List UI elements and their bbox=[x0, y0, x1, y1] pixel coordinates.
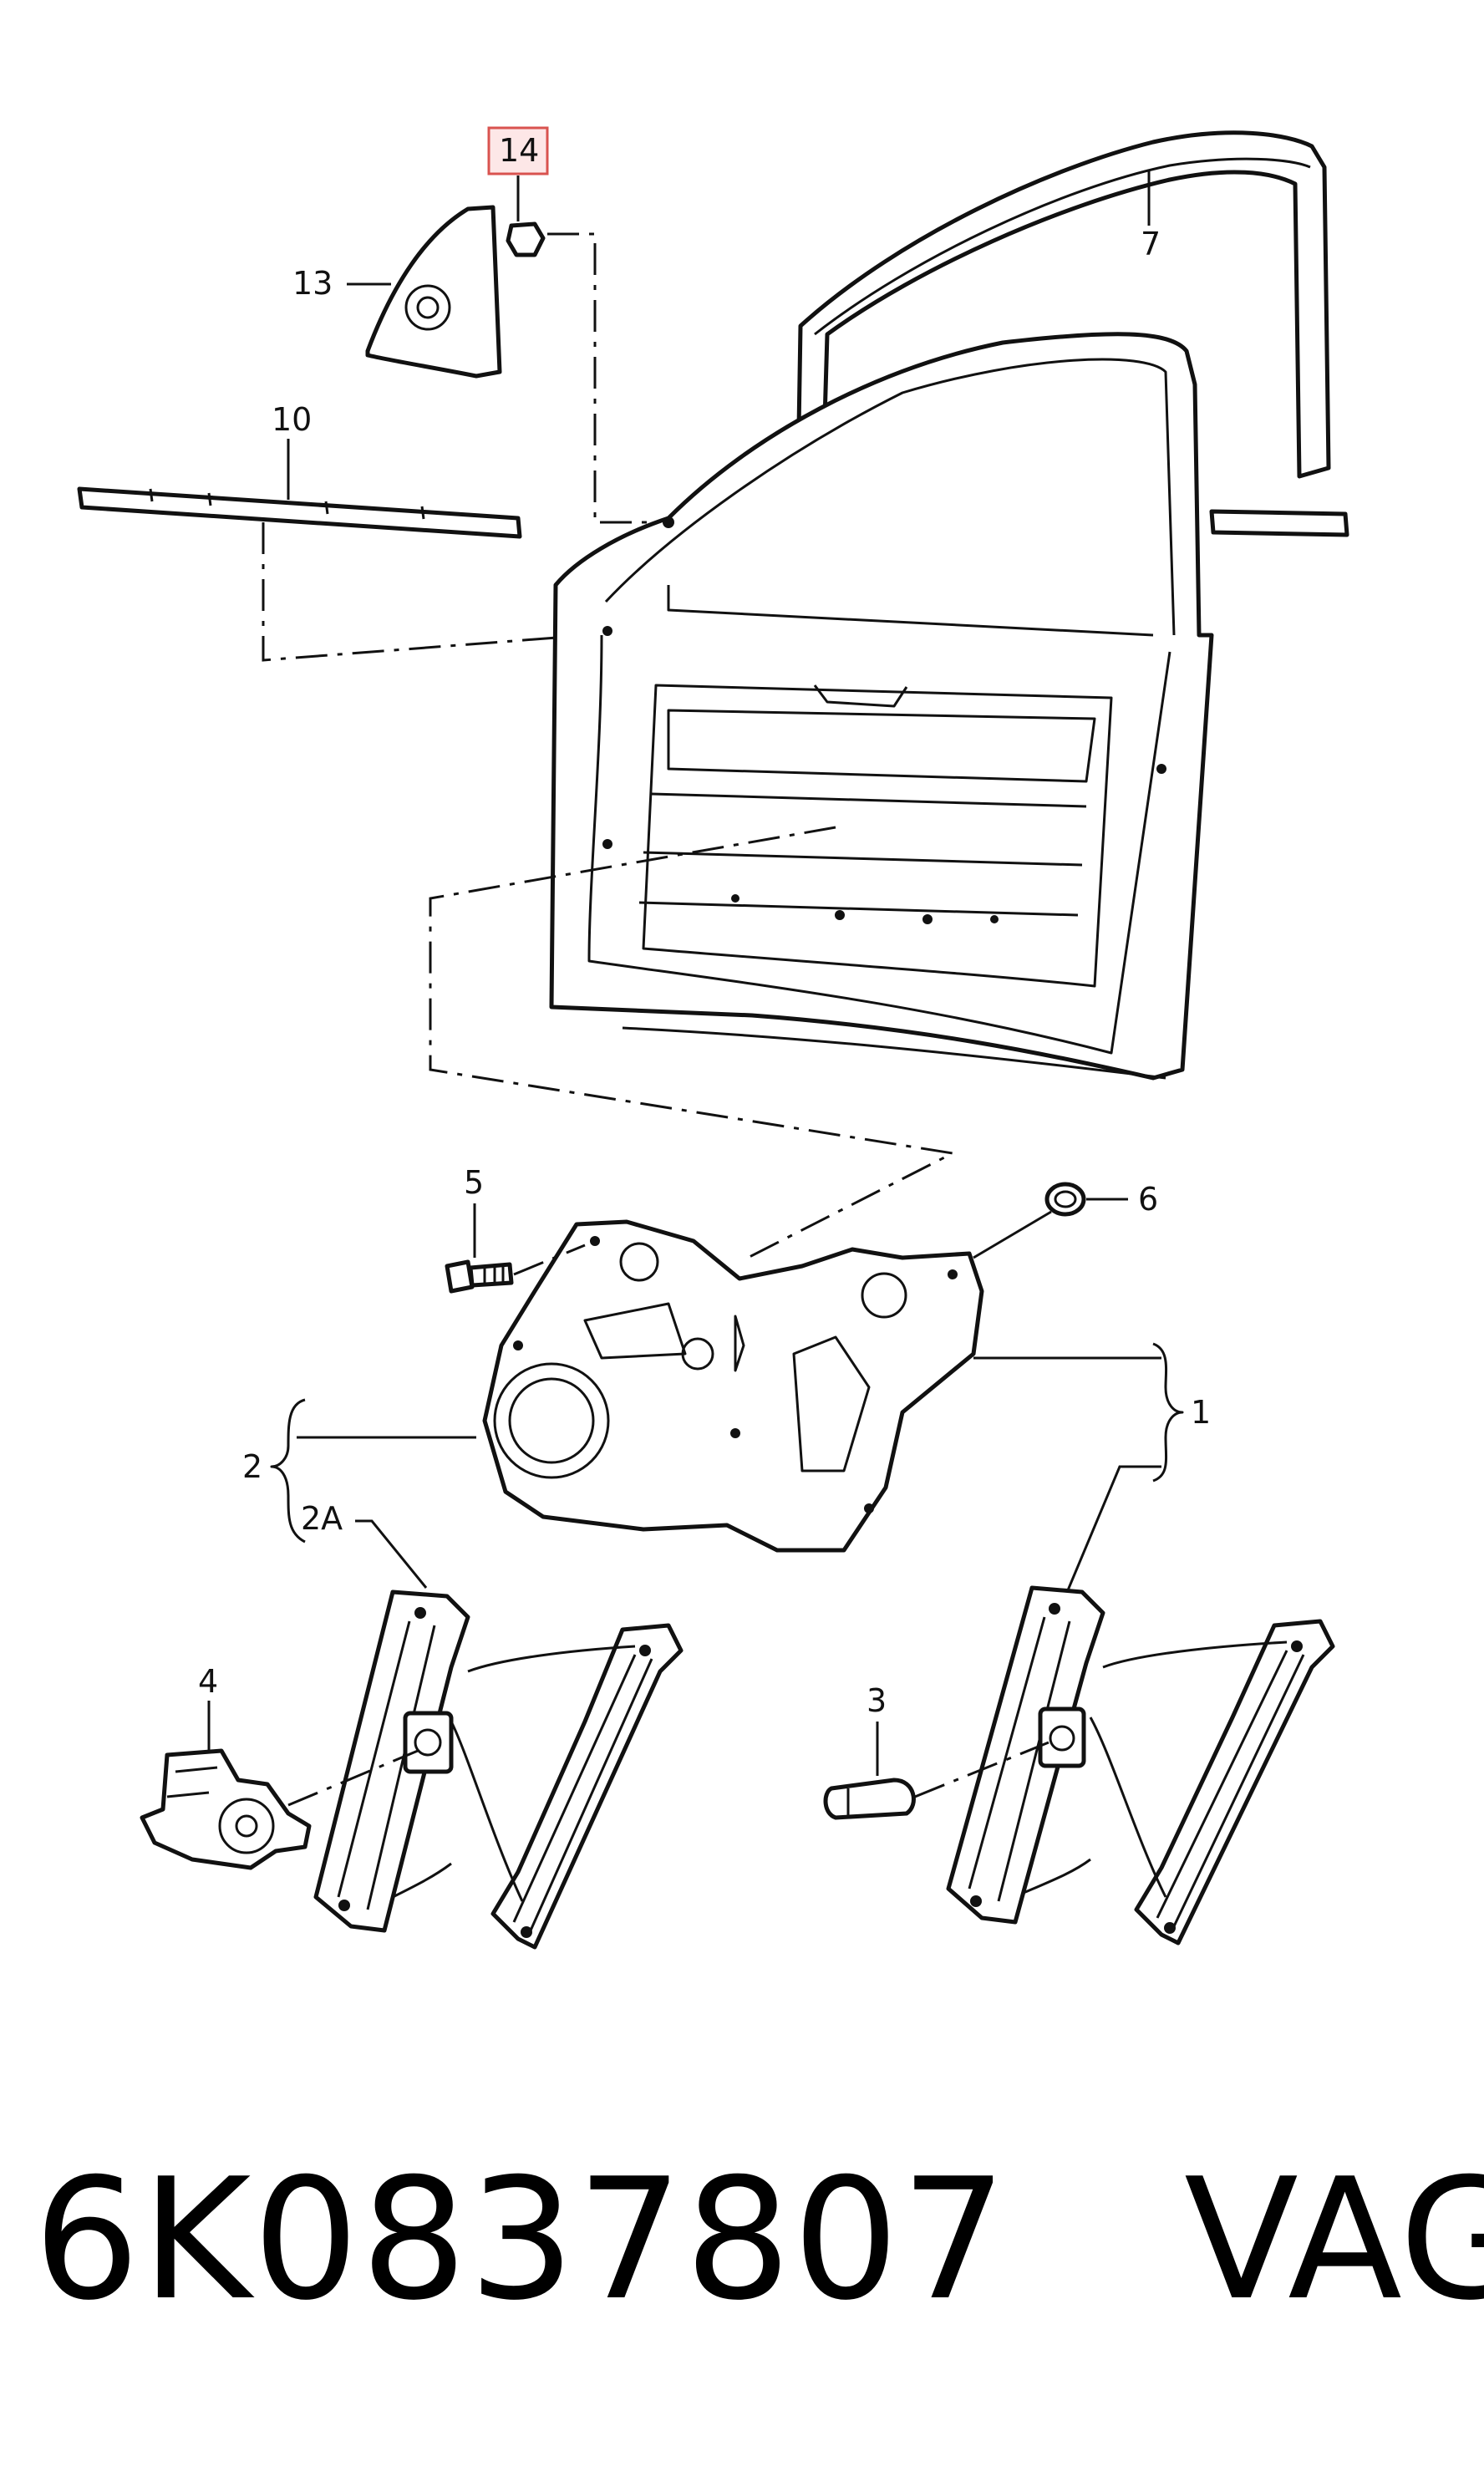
window-regulator-left-part-2a bbox=[313, 1589, 684, 1950]
bolt-part-5 bbox=[445, 1259, 514, 1294]
grommet-part-6 bbox=[1044, 1182, 1086, 1217]
window-seal-part-7 bbox=[795, 130, 1331, 483]
door-shell bbox=[549, 332, 1214, 1081]
clip-part-14 bbox=[506, 221, 546, 257]
dash-door-to-carrier bbox=[429, 826, 957, 1259]
trim-strip-right bbox=[1209, 509, 1349, 537]
callout-13: 13 bbox=[292, 265, 333, 302]
window-regulator-carrier-part-1 bbox=[482, 1219, 984, 1553]
leader-1-bottom bbox=[1064, 1465, 1161, 1597]
leader-2a bbox=[355, 1519, 428, 1589]
brand-name: VAG bbox=[1184, 2142, 1484, 2337]
footer: 6K0837807 VAG bbox=[33, 2139, 1484, 2340]
bracket-2 bbox=[270, 1398, 306, 1544]
dash-4-to-regulator bbox=[287, 1749, 419, 1807]
bracket-1 bbox=[1152, 1342, 1184, 1483]
dash-14-to-door bbox=[547, 232, 668, 524]
callout-10: 10 bbox=[272, 401, 312, 438]
callout-4: 4 bbox=[198, 1663, 218, 1700]
callout-2: 2 bbox=[242, 1448, 262, 1485]
callout-3: 3 bbox=[867, 1682, 887, 1719]
callout-14: 14 bbox=[499, 132, 539, 169]
callout-14-box bbox=[487, 126, 549, 175]
cap-part-3 bbox=[823, 1778, 916, 1820]
callout-7: 7 bbox=[1141, 226, 1161, 262]
leader-6-to-carrier bbox=[973, 1210, 1052, 1259]
callout-2a: 2A bbox=[301, 1500, 343, 1537]
part-number: 6K0837807 bbox=[33, 2142, 1009, 2337]
callout-1: 1 bbox=[1191, 1394, 1211, 1431]
dash-3-to-regulator bbox=[914, 1741, 1049, 1798]
weatherstrip-part-10 bbox=[77, 486, 522, 539]
motor-part-4 bbox=[140, 1748, 312, 1870]
window-regulator-right bbox=[946, 1585, 1335, 1945]
callout-6: 6 bbox=[1138, 1181, 1158, 1218]
callout-5: 5 bbox=[464, 1164, 484, 1201]
dash-5-to-carrier bbox=[513, 1244, 586, 1276]
mirror-trim-part-13 bbox=[365, 205, 502, 379]
